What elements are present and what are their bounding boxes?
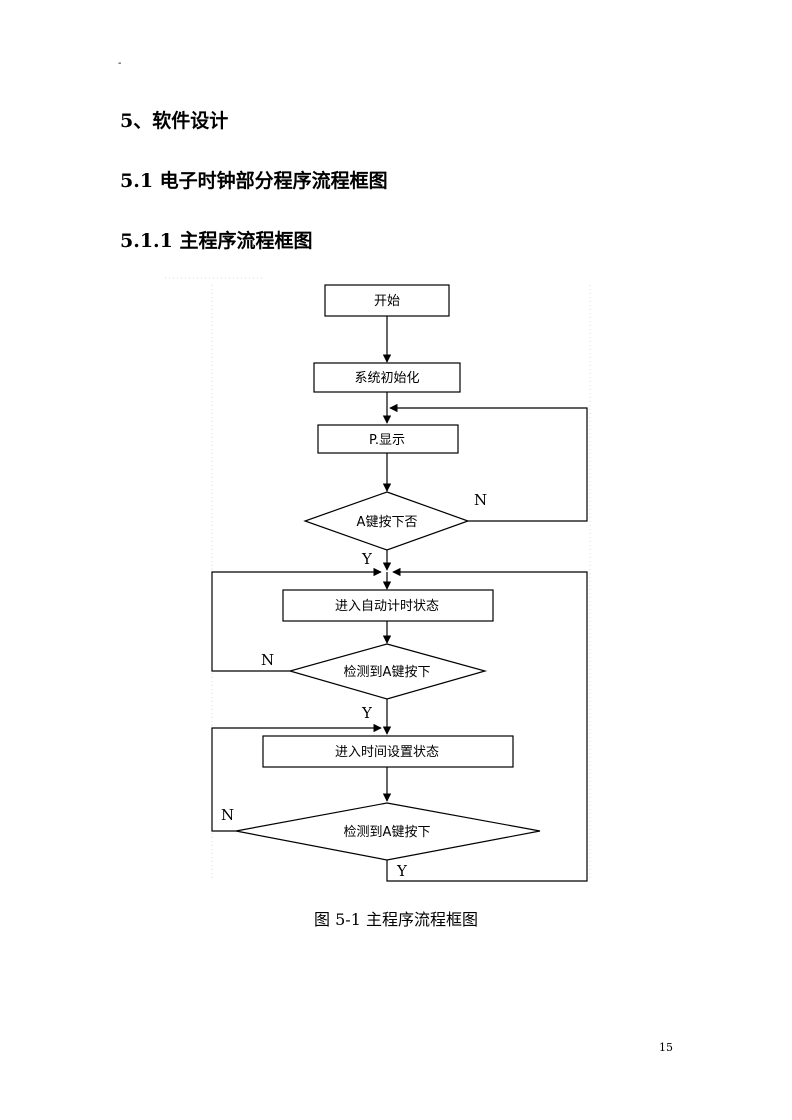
subsubsection-heading: 5.1.1 主程序流程框图 [120, 230, 313, 252]
loop-n-back-to-set [211, 723, 382, 832]
branch-y-label-1: Y [361, 550, 373, 568]
scan-guides [165, 277, 591, 880]
set-time-label: 进入时间设置状态 [335, 745, 439, 760]
auto-time-label: 进入自动计时状态 [335, 599, 439, 614]
loop-y-back-to-auto [386, 567, 588, 882]
detect-a-2-label: 检测到A键按下 [344, 825, 431, 840]
loop-n-back-to-auto [211, 567, 382, 672]
set-time-box [262, 735, 514, 768]
branch-y-label-2: Y [361, 704, 373, 722]
figure-caption: 图 5-1 主程序流程框图 [314, 910, 478, 929]
init-box [313, 362, 461, 393]
detect-a-1-label: 检测到A键按下 [344, 665, 431, 680]
branch-n-label-2: N [261, 651, 274, 669]
init-label: 系统初始化 [354, 371, 419, 386]
branch-n-label-3: N [221, 806, 234, 824]
display-box [317, 424, 459, 454]
branch-n-label-1: N [474, 491, 487, 509]
section-heading: 5、软件设计 [120, 110, 229, 132]
subsection-heading: 5.1 电子时钟部分程序流程框图 [120, 170, 388, 192]
page-number: 15 [659, 1041, 673, 1054]
auto-time-box [282, 589, 494, 622]
display-label: P.显示 [369, 433, 405, 448]
check-a-label: A键按下否 [357, 515, 418, 530]
header-dash: - [118, 58, 122, 69]
loop-n-back-to-display [389, 403, 588, 522]
start-label: 开始 [374, 294, 400, 309]
branch-y-label-3: Y [396, 862, 408, 880]
